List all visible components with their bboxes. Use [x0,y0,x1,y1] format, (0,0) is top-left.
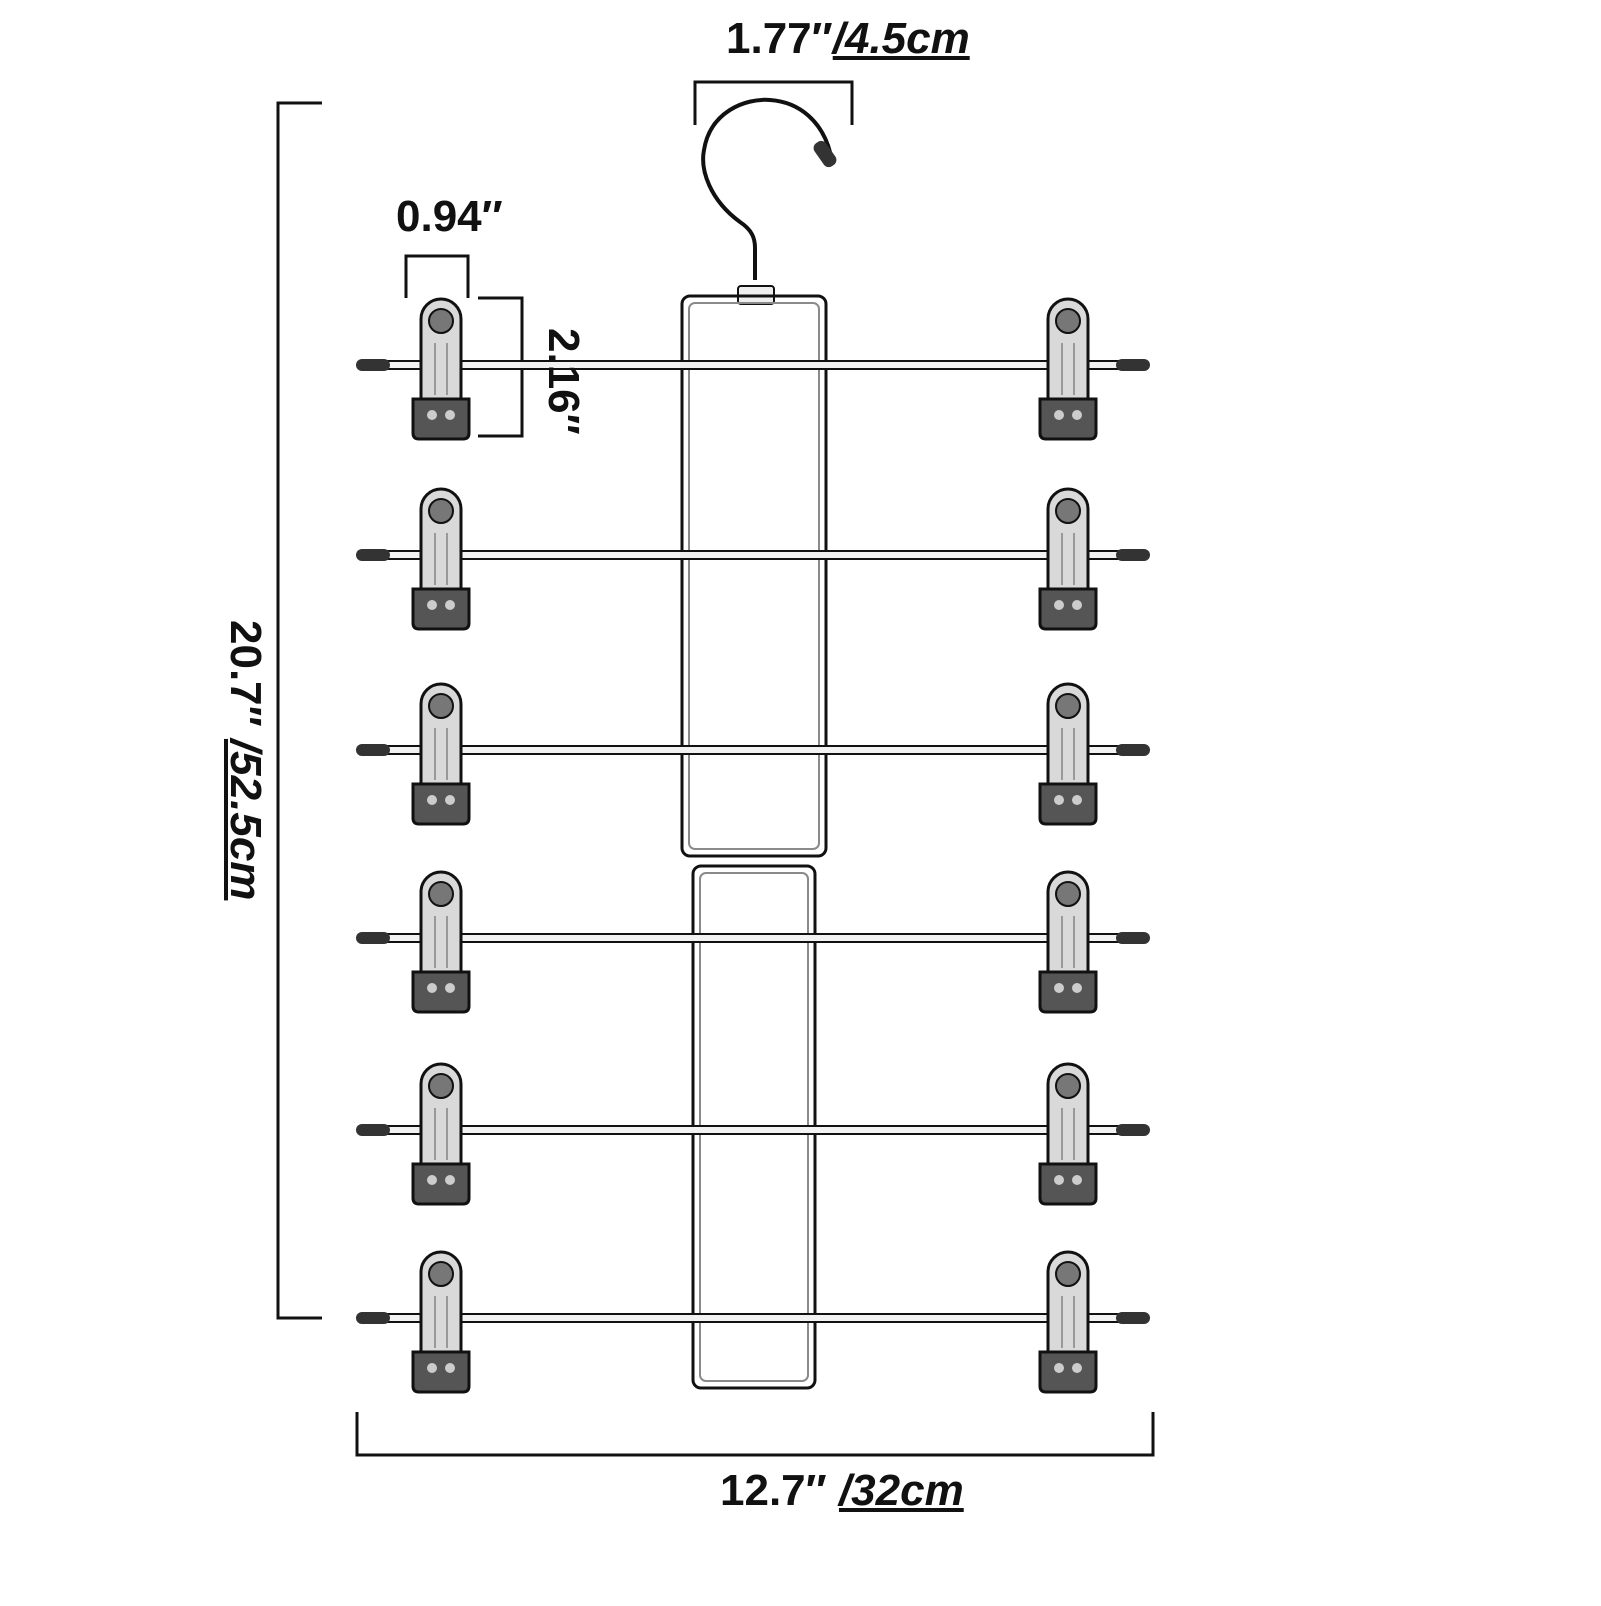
clip-height-label: 2.16″ [538,328,588,435]
total-height-imperial: 20.7″ [221,620,270,727]
clip-width-imperial: 0.94″ [396,192,503,241]
bar-end-right-4 [1116,932,1150,944]
clip-tooth-b-right-2 [1072,600,1082,610]
clip-tooth-a-right-3 [1054,795,1064,805]
clip-base-right-4 [1038,970,1098,1014]
clip-tooth-b-right-3 [1072,795,1082,805]
clip-pin-right-6 [1055,1261,1081,1287]
clip-base-left-3 [411,782,471,826]
upper-frame-outer [680,294,828,858]
clip-tooth-a-right-4 [1054,983,1064,993]
clip-tooth-a-right-6 [1054,1363,1064,1373]
clip-height-imperial: 2.16″ [539,328,588,435]
hook-tip [813,140,837,168]
clip-tooth-b-right-5 [1072,1175,1082,1185]
bar-3 [371,745,1133,755]
clip-base-left-6 [411,1350,471,1394]
bar-2 [371,550,1133,560]
clip-pin-right-3 [1055,693,1081,719]
hook-width-label: 1.77″/4.5cm [726,14,970,64]
total-height-bracket [276,101,322,1320]
bar-end-right-1 [1116,359,1150,371]
clip-tooth-a-left-2 [427,600,437,610]
clip-base-right-3 [1038,782,1098,826]
hook-width-bracket [693,80,854,125]
clip-pin-right-1 [1055,308,1081,334]
bar-end-left-6 [356,1312,390,1324]
bar-end-right-2 [1116,549,1150,561]
clip-tooth-a-left-5 [427,1175,437,1185]
clip-base-right-6 [1038,1350,1098,1394]
clip-base-left-2 [411,587,471,631]
clip-tooth-b-left-5 [445,1175,455,1185]
bar-end-left-5 [356,1124,390,1136]
clip-tooth-a-left-1 [427,410,437,420]
clip-width-bracket [404,254,470,298]
bar-end-right-5 [1116,1124,1150,1136]
clip-width-label: 0.94″ [396,192,503,242]
clip-pin-left-1 [428,308,454,334]
clip-pin-right-4 [1055,881,1081,907]
clip-tooth-a-right-5 [1054,1175,1064,1185]
clip-base-right-2 [1038,587,1098,631]
total-width-imperial: 12.7″ [720,1466,827,1515]
clip-pin-left-2 [428,498,454,524]
clip-pin-right-5 [1055,1073,1081,1099]
clip-base-left-5 [411,1162,471,1206]
bar-6 [371,1313,1133,1323]
bar-4 [371,933,1133,943]
clip-pin-left-3 [428,693,454,719]
hook-width-imperial: 1.77″ [726,14,833,63]
upper-frame-inner [688,302,820,850]
total-height-label: 20.7″ /52.5cm [220,620,270,900]
clip-tooth-b-right-6 [1072,1363,1082,1373]
clip-pin-left-5 [428,1073,454,1099]
bar-end-left-3 [356,744,390,756]
hook-width-metric: /4.5cm [832,14,970,63]
clip-tooth-a-left-4 [427,983,437,993]
clip-tooth-b-left-2 [445,600,455,610]
clip-tooth-a-right-1 [1054,410,1064,420]
bar-end-left-4 [356,932,390,944]
clip-tooth-a-left-3 [427,795,437,805]
clip-base-left-1 [411,397,471,441]
bar-end-left-2 [356,549,390,561]
clip-pin-left-4 [428,881,454,907]
clip-base-right-1 [1038,397,1098,441]
bar-5 [371,1125,1133,1135]
clip-tooth-b-left-6 [445,1363,455,1373]
clip-tooth-b-left-4 [445,983,455,993]
clip-tooth-b-left-3 [445,795,455,805]
total-height-metric: /52.5cm [221,738,270,901]
clip-pin-right-2 [1055,498,1081,524]
clip-pin-left-6 [428,1261,454,1287]
total-width-bracket [355,1412,1155,1457]
total-width-label: 12.7″ /32cm [720,1466,964,1516]
bar-end-right-6 [1116,1312,1150,1324]
hook [701,97,832,280]
bar-end-left-1 [356,359,390,371]
total-width-metric: /32cm [838,1466,964,1515]
clip-tooth-b-right-4 [1072,983,1082,993]
clip-base-right-5 [1038,1162,1098,1206]
clip-tooth-a-right-2 [1054,600,1064,610]
bar-1 [371,360,1133,370]
clip-tooth-a-left-6 [427,1363,437,1373]
clip-tooth-b-left-1 [445,410,455,420]
clip-base-left-4 [411,970,471,1014]
clip-tooth-b-right-1 [1072,410,1082,420]
bar-end-right-3 [1116,744,1150,756]
